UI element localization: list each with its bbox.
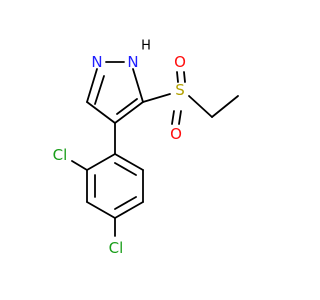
atom-nitrogen-nh: N <box>127 53 138 71</box>
bond-ar4-ar5-inner <box>114 196 137 210</box>
bond-c4-c3-inner <box>116 98 138 115</box>
bond-ar4-ar5 <box>114 201 144 219</box>
atom-nitrogen-imine: N <box>91 53 102 71</box>
bond-ar1-ar2 <box>86 153 116 171</box>
atom-chlorine-para: Cl <box>109 239 124 257</box>
bond-n1-c5-inner <box>94 75 105 105</box>
bond-ar6-ar1 <box>114 153 144 171</box>
bond-s-o-bottom-a <box>171 110 175 125</box>
atom-hydrogen-nh: H <box>141 39 151 54</box>
bond-n1-c5 <box>86 68 98 103</box>
bond-ar6-ar1-inner <box>114 162 137 176</box>
bond-ar2-cl <box>71 160 88 171</box>
bond-c3-n2 <box>132 68 144 103</box>
bond-s-o-top-b <box>183 71 186 83</box>
bond-s-o-bottom-b <box>178 110 182 125</box>
bond-c3-s <box>142 93 171 103</box>
atom-sulfur: S <box>175 81 185 99</box>
atom-oxygen-bottom: O <box>170 125 182 143</box>
bond-c4-c3 <box>114 101 144 124</box>
atom-oxygen-top: O <box>174 53 186 71</box>
molecule-structure-canvas: N N H S O O Cl Cl <box>53 39 239 258</box>
bond-ar3-ar4 <box>86 201 116 219</box>
bond-c5-c4 <box>86 101 116 124</box>
bond-s-o-top-a <box>176 71 179 83</box>
bond-lines <box>71 61 239 237</box>
atom-chlorine-ortho: Cl <box>53 146 68 164</box>
bond-s-ch2 <box>188 95 213 118</box>
atom-labels: N N H S O O Cl Cl <box>53 39 186 258</box>
bond-ch2-ch3 <box>211 95 239 118</box>
